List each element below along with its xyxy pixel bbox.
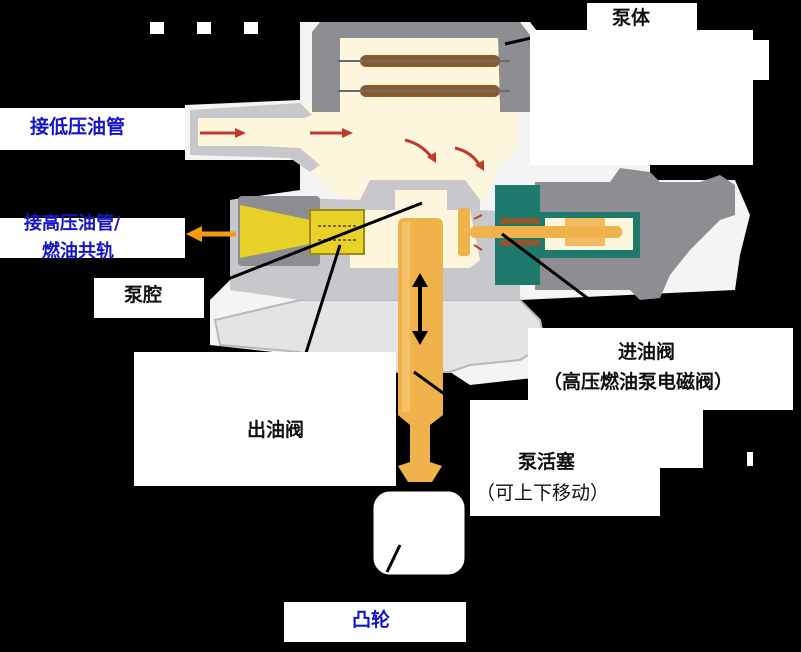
- label-box-plunger: [470, 440, 660, 516]
- label-inlet-valve-line1: 进油阀: [618, 341, 676, 363]
- cam: [370, 488, 468, 578]
- label-high-pressure-outlet-line1: 接高压油管/: [24, 213, 121, 234]
- label-box-high-pressure-outlet: [0, 218, 185, 258]
- double-vertical-arrow-icon: [412, 273, 428, 345]
- pump-housing-top: [312, 22, 530, 112]
- outlet-nozzle: [240, 205, 310, 258]
- plunger-highlight: [402, 222, 410, 412]
- label-plunger-line2: （可上下移动）: [476, 482, 610, 504]
- decor-square-right: [747, 452, 753, 466]
- label-box-outlet-valve: [134, 352, 396, 486]
- label-box-pump-body-ext2: [697, 40, 769, 80]
- decor-square: [197, 22, 211, 34]
- armature: [565, 218, 605, 246]
- leader-inlet-valve: [501, 232, 631, 332]
- label-inlet-valve-line2: （高压燃油泵电磁阀）: [543, 371, 734, 393]
- decor-square: [244, 22, 258, 34]
- leader-cam: [385, 544, 402, 573]
- label-cam: 凸轮: [352, 609, 391, 631]
- label-high-pressure-outlet-line2: 燃油共轨: [42, 241, 114, 262]
- label-plunger-line1: 泵活塞: [518, 451, 576, 473]
- inlet-valve-head: [458, 208, 470, 256]
- label-box-cam: [284, 602, 466, 642]
- orange-left-arrow-icon: [186, 226, 236, 242]
- red-flow-arrow-icon: [200, 128, 484, 251]
- label-outlet-valve: 出油阀: [247, 419, 305, 441]
- label-box-pump-chamber: [94, 278, 204, 318]
- label-pump-body: 泵体: [612, 7, 651, 29]
- leader-pump-chamber: [204, 201, 423, 290]
- decor-square: [150, 22, 164, 34]
- label-box-inlet-valve: [528, 328, 793, 410]
- inlet-valve-spring: [500, 218, 540, 224]
- fuel-chamber: [195, 38, 518, 205]
- label-box-pump-body: [587, 3, 697, 33]
- inlet-valve-spring: [500, 240, 540, 246]
- outlet-valve: [309, 209, 365, 255]
- inlet-pipe-housing: [190, 103, 320, 172]
- label-pump-chamber: 泵腔: [124, 284, 163, 306]
- label-box-low-pressure-inlet: [0, 108, 185, 150]
- label-low-pressure-inlet: 接低压油管: [30, 116, 126, 138]
